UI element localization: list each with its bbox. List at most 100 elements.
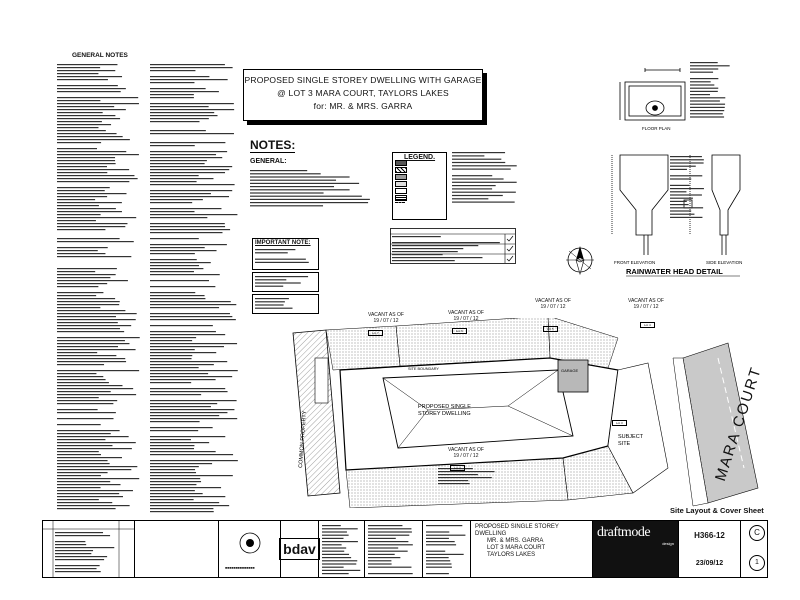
illegible-text-line <box>392 248 464 250</box>
illegible-text-line <box>57 457 122 459</box>
legend-row <box>395 160 444 166</box>
illegible-text-line <box>55 571 101 573</box>
illegible-text-line <box>150 421 200 423</box>
illegible-text-line <box>57 130 106 132</box>
illegible-text-line <box>57 322 118 324</box>
illegible-text-line <box>57 148 98 150</box>
illegible-text-line <box>250 170 308 172</box>
illegible-text-line <box>150 190 233 192</box>
illegible-text-line <box>57 343 130 345</box>
illegible-text-line <box>150 379 216 381</box>
illegible-text-line <box>55 556 108 558</box>
brand-cell: draftmode design <box>593 521 679 577</box>
project-line-4: TAYLORS LAKES <box>487 552 536 558</box>
illegible-text-line <box>57 403 114 405</box>
illegible-text-line <box>150 202 193 204</box>
illegible-text-line <box>57 133 117 135</box>
illegible-text-line <box>150 400 237 402</box>
illegible-text-line <box>57 373 97 375</box>
illegible-text-line <box>150 166 233 168</box>
illegible-text-line <box>322 573 349 575</box>
illegible-text-line <box>150 502 220 504</box>
illegible-text-line <box>670 159 704 161</box>
illegible-text-line <box>368 525 403 527</box>
illegible-text-line <box>150 499 194 501</box>
illegible-text-line <box>57 157 116 159</box>
illegible-text-line <box>452 158 502 160</box>
illegible-text-line <box>150 382 192 384</box>
illegible-text-line <box>426 563 452 565</box>
title-line-2: @ LOT 3 MARA COURT, TAYLORS LAKES <box>277 88 449 98</box>
illegible-text-line <box>438 474 478 476</box>
illegible-text-line <box>150 316 233 318</box>
illegible-text-line <box>250 195 362 197</box>
illegible-text-line <box>150 505 230 507</box>
illegible-text-line <box>255 261 309 263</box>
illegible-text-line <box>426 573 449 575</box>
illegible-text-line <box>368 550 408 552</box>
illegible-text-line <box>57 175 135 177</box>
illegible-text-line <box>150 439 191 441</box>
illegible-text-line <box>150 232 223 234</box>
illegible-text-line <box>57 451 99 453</box>
illegible-text-line <box>150 388 226 390</box>
illegible-text-line <box>150 352 217 354</box>
lot-label: Lot 5 <box>543 326 558 333</box>
illegible-text-line <box>150 313 230 315</box>
illegible-text-line <box>57 346 119 348</box>
project-line-1: PROPOSED SINGLE STOREY DWELLING <box>475 524 559 537</box>
illegible-text-line <box>690 90 718 92</box>
svg-text:■■■■■■■■■■■■■■: ■■■■■■■■■■■■■■ <box>225 566 255 570</box>
illegible-text-line <box>690 116 725 118</box>
illegible-text-line <box>55 547 115 549</box>
illegible-text-line <box>57 469 132 471</box>
site-boundary-label: SITE BOUNDARY <box>408 367 439 371</box>
illegible-text-line <box>150 196 230 198</box>
illegible-text-line <box>322 547 347 549</box>
vacant-label: VACANT AS OF 19 / 07 / 12 <box>628 298 664 310</box>
illegible-text-line <box>452 155 485 157</box>
floor-plan-label: FLOOR PLAN <box>642 126 671 131</box>
illegible-text-line <box>150 217 208 219</box>
illegible-text-line <box>392 236 441 238</box>
illegible-text-line <box>150 487 222 489</box>
illegible-text-line <box>670 194 702 196</box>
illegible-text-line <box>57 109 126 111</box>
illegible-text-line <box>150 409 235 411</box>
legend-box: LEGEND. <box>392 152 447 220</box>
illegible-text-line <box>452 165 517 167</box>
illegible-text-line <box>57 478 140 480</box>
illegible-text-line <box>150 331 216 333</box>
illegible-text-line <box>150 118 209 120</box>
illegible-text-line <box>57 295 97 297</box>
illegible-text-line <box>150 376 233 378</box>
illegible-text-line <box>57 217 137 219</box>
illegible-text-line <box>57 481 111 483</box>
project-line-2: MR. & MRS. GARRA <box>487 538 544 544</box>
illegible-text-line <box>57 316 116 318</box>
illegible-text-line <box>57 250 98 252</box>
illegible-text-line <box>150 493 203 495</box>
illegible-text-line <box>322 534 349 536</box>
illegible-text-line <box>57 484 121 486</box>
illegible-text-line <box>368 541 409 543</box>
illegible-text-line <box>255 304 284 306</box>
illegible-text-line <box>57 307 101 309</box>
illegible-text-line <box>150 508 214 510</box>
illegible-text-line <box>150 418 238 420</box>
illegible-text-line <box>57 499 99 501</box>
illegible-text-line <box>57 502 113 504</box>
illegible-text-line <box>57 310 126 312</box>
illegible-text-line <box>150 145 195 147</box>
illegible-text-line <box>150 451 216 453</box>
illegible-text-line <box>150 445 195 447</box>
illegible-text-line <box>150 97 194 99</box>
illegible-text-line <box>150 427 213 429</box>
info-cell <box>319 521 365 577</box>
revision-cell: C 1 <box>741 521 767 577</box>
designer-logo: ■■■■■■■■■■■■■■ <box>225 532 261 570</box>
illegible-text-line <box>670 216 703 218</box>
illegible-text-line <box>368 573 413 575</box>
illegible-text-line <box>452 201 515 203</box>
legend-row <box>395 167 444 173</box>
